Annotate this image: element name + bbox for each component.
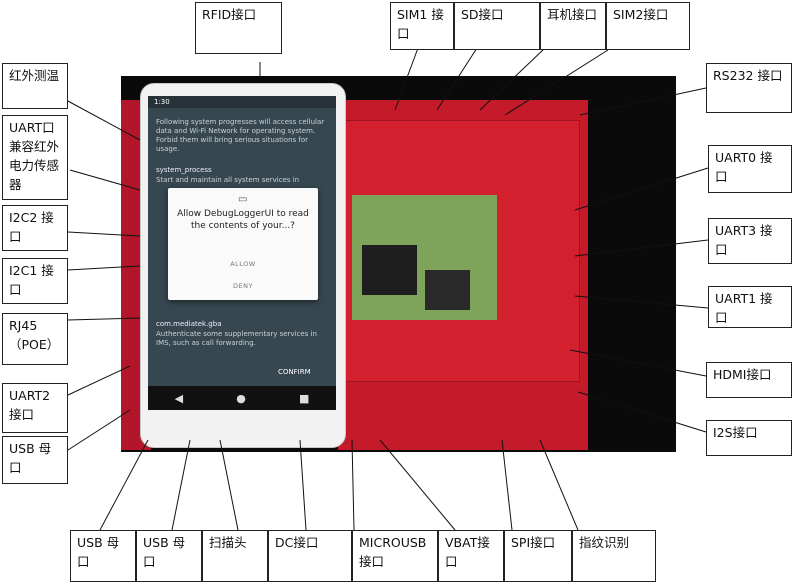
label-uart1: UART1 接口	[708, 286, 792, 328]
label-scanner: 扫描头	[202, 530, 268, 582]
label-microusb: MICROUSB接口	[352, 530, 438, 582]
label-i2c2: I2C2 接口	[2, 205, 68, 251]
phone-navbar: ◀ ● ■	[148, 386, 336, 410]
label-rfid: RFID接口	[195, 2, 282, 54]
label-hdmi: HDMI接口	[706, 362, 792, 398]
label-uart2: UART2接口	[2, 383, 68, 433]
phone-screen: 1:30 Following system progresses will ac…	[148, 96, 336, 386]
label-usb-left: USB 母口	[2, 436, 68, 484]
dialog-title: Allow DebugLoggerUI to read the contents…	[177, 209, 309, 231]
label-dc: DC接口	[268, 530, 352, 582]
label-usb-bottom-1: USB 母口	[70, 530, 136, 582]
memory-chip	[425, 270, 470, 310]
recents-icon[interactable]: ■	[299, 391, 310, 405]
label-sd: SD接口	[454, 2, 540, 50]
soc-chip	[362, 245, 417, 295]
bg-item-desc: Start and maintain all system services i…	[156, 176, 300, 184]
label-vbat: VBAT接口	[438, 530, 504, 582]
allow-button[interactable]: ALLOW	[230, 260, 256, 268]
label-rs232: RS232 接口	[706, 63, 792, 113]
label-i2s: I2S接口	[706, 420, 792, 456]
bg-item-title: system_process	[156, 166, 212, 174]
label-spi: SPI接口	[504, 530, 572, 582]
permission-dialog: ▭ Allow DebugLoggerUI to read the conten…	[168, 188, 318, 300]
app-name: com.mediatek.gba	[156, 320, 222, 328]
app-desc: Authenticate some supplementary services…	[156, 330, 317, 347]
deny-button[interactable]: DENY	[233, 282, 253, 290]
label-sim2: SIM2接口	[606, 2, 690, 50]
back-icon[interactable]: ◀	[174, 391, 184, 405]
label-uart0: UART0 接口	[708, 145, 792, 193]
bg-notice-text: Following system progresses will access …	[156, 118, 325, 153]
label-uart-ir: UART口兼容红外电力传感器	[2, 115, 68, 200]
label-ir-temp: 红外测温	[2, 63, 68, 109]
folder-icon: ▭	[238, 194, 248, 205]
confirm-button[interactable]: CONFIRM	[278, 368, 311, 376]
label-i2c1: I2C1 接口	[2, 258, 68, 304]
label-rj45: RJ45（POE）	[2, 313, 68, 365]
home-icon[interactable]: ●	[236, 391, 246, 405]
label-usb-bottom-2: USB 母口	[136, 530, 202, 582]
label-earphone: 耳机接口	[540, 2, 606, 50]
label-fingerprint: 指纹识别	[572, 530, 656, 582]
status-time: 1:30	[148, 96, 336, 108]
label-sim1: SIM1 接口	[390, 2, 454, 50]
label-uart3: UART3 接口	[708, 218, 792, 264]
